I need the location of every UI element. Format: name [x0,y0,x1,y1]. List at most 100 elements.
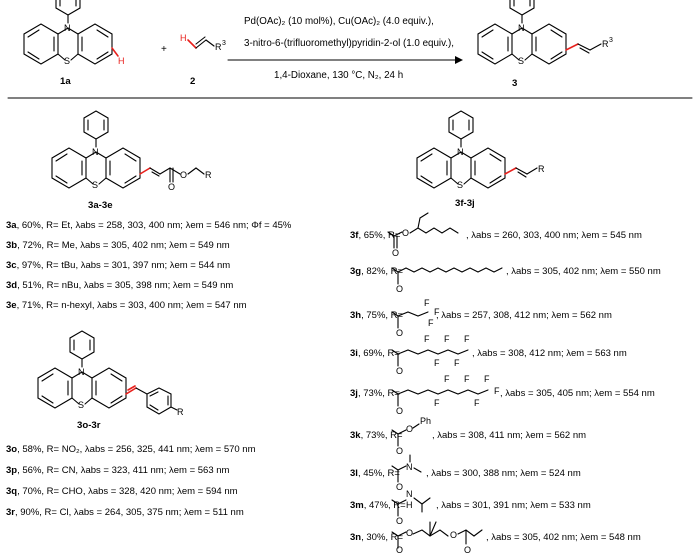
entry-caption: , 70%, R= CHO, λabs = 328, 420 nm; λem =… [17,486,238,497]
group-label-r: R [602,39,609,49]
entry-3k-photophysics: , λabs = 308, 411 nm; λem = 562 nm [432,430,586,441]
group-superscript: 3 [609,37,613,44]
atom-label-o: O [450,530,457,540]
atom-label-f: F [434,358,440,368]
r-group-3j: O F F F F F F [391,374,500,416]
entry-3o: 3o, 58%, R= NO₂, λabs = 256, 325, 441 nm… [6,444,256,455]
entry-caption: , 56%, R= CN, λabs = 323, 411 nm; λem = … [17,465,229,476]
atom-label-f: F [428,318,434,328]
r-group-3k: O O Ph [391,416,431,456]
atom-label-f: F [444,334,450,344]
conditions-line-3: 1,4-Dioxane, 130 °C, N₂, 24 h [274,70,403,81]
entry-3f-photophysics: , λabs = 260, 303, 400 nm; λem = 545 nm [466,230,642,241]
entry-caption: , 60%, R= Et, λabs = 258, 303, 400 nm; λ… [17,220,292,231]
atom-label-r: R [177,407,184,417]
atom-label-o: O [402,228,409,238]
entry-3m: 3m, 47%, R= [350,500,406,511]
entry-caption: , 97%, R= tBu, λabs = 301, 397 nm; λem =… [17,260,231,271]
atom-label-s: S [457,180,463,190]
entry-3n-photophysics: , λabs = 305, 402 nm; λem = 548 nm [486,532,641,543]
entry-list-3f-3n: 3f, 65%, R= , λabs = 260, 303, 400 nm; λe… [350,230,661,543]
entry-3f: 3f, 65%, R= [350,230,401,241]
atom-label-f: F [444,374,450,384]
compound-range-label: 3a-3e [88,200,113,211]
atom-label-h-red: H [180,33,187,43]
entry-caption: , 47%, R= [364,500,406,511]
entry-caption: , 73%, R= [361,430,403,441]
atom-label-o: O [168,182,175,192]
entry-caption: , 90%, R= Cl, λabs = 264, 305, 375 nm; λ… [15,507,244,518]
entry-id: 3o [6,444,17,455]
entry-list-3a-3e: 3a, 60%, R= Et, λabs = 258, 303, 400 nm;… [6,220,292,311]
atom-label-o: O [396,328,403,338]
atom-label-o: O [396,406,403,416]
atom-label-f: F [454,358,460,368]
reactant-2: H R 3 2 [180,33,226,87]
atom-label-f: F [464,374,470,384]
entry-id: 3p [6,465,17,476]
r-group-3l: O N [391,454,422,492]
r-group-3i: O F F F F F [391,334,470,376]
atom-label-o: O [396,482,403,492]
atom-label-f: F [474,398,480,408]
structure-3a-3e: N S O O R 3a-3e [51,110,212,211]
entry-caption: , 45%, R= [358,468,400,479]
atom-label-f: F [424,334,430,344]
entry-3k: 3k, 73%, R= [350,430,403,441]
entry-id: 3m [350,500,364,511]
atom-label-o: O [396,366,403,376]
atom-label-f: F [464,334,470,344]
entry-caption: , 75%, R= [361,310,403,321]
atom-label-o: O [464,545,471,555]
atom-label-s: S [64,56,70,66]
entry-3h-photophysics: , λabs = 257, 308, 412 nm; λem = 562 nm [436,310,612,321]
atom-label-o: O [406,528,413,538]
entry-caption: , 51%, R= nBu, λabs = 305, 398 nm; λem =… [17,280,233,291]
entry-id: 3h [350,310,361,321]
entry-list-3o-3r: 3o, 58%, R= NO₂, λabs = 256, 325, 441 nm… [6,444,256,518]
entry-3p: 3p, 56%, R= CN, λabs = 323, 411 nm; λem … [6,465,230,476]
entry-3n: 3n, 30%, R= [350,532,404,543]
entry-caption: , 69%, R= [358,348,400,359]
entry-id: 3r [6,507,15,518]
entry-3l: 3l, 45%, R= [350,468,400,479]
plus-sign: + [161,44,167,55]
atom-label-o: O [396,284,403,294]
entry-3d: 3d, 51%, R= nBu, λabs = 305, 398 nm; λem… [6,280,233,291]
atom-label-o: O [180,170,187,180]
entry-caption: , 58%, R= NO₂, λabs = 256, 325, 441 nm; … [17,444,256,455]
entry-id: 3n [350,532,361,543]
structure-3f-3j: N S R 3f-3j [416,110,545,209]
compound-label-2: 2 [190,76,195,87]
entry-id: 3k [350,430,361,441]
group-superscript: 3 [222,40,226,47]
r-group-3f: O O [387,212,459,258]
entry-id: 3b [6,240,17,251]
atom-label-h: H [406,500,413,510]
entry-3i-photophysics: , λabs = 308, 412 nm; λem = 563 nm [472,348,627,359]
atom-label-r: R [205,170,212,180]
entry-id: 3a [6,220,17,231]
r-group-3m: O N H [391,489,431,526]
entry-id: 3c [6,260,17,271]
entry-caption: , 71%, R= n-hexyl, λabs = 303, 400 nm; λ… [17,300,247,311]
entry-id: 3i [350,348,358,359]
entry-caption: , 72%, R= Me, λabs = 305, 402 nm; λem = … [17,240,230,251]
r-group-3g: O [391,267,503,294]
conditions-line-2: 3-nitro-6-(trifluoromethyl)pyridin-2-ol … [244,38,454,49]
entry-id: 3l [350,468,358,479]
entry-3h: 3h, 75%, R= [350,310,404,321]
group-label-r: R [215,42,222,52]
entry-3r: 3r, 90%, R= Cl, λabs = 264, 305, 375 nm;… [6,507,244,518]
entry-id: 3q [6,486,17,497]
entry-id: 3j [350,388,358,399]
atom-label-h-red: H [118,56,125,66]
atom-label-n: N [518,23,525,33]
atom-label-f: F [424,298,430,308]
entry-id: 3g [350,266,361,277]
atom-label-n: N [78,367,85,377]
entry-3b: 3b, 72%, R= Me, λabs = 305, 402 nm; λem … [6,240,230,251]
entry-id: 3d [6,280,17,291]
atom-label-n: N [406,462,413,472]
